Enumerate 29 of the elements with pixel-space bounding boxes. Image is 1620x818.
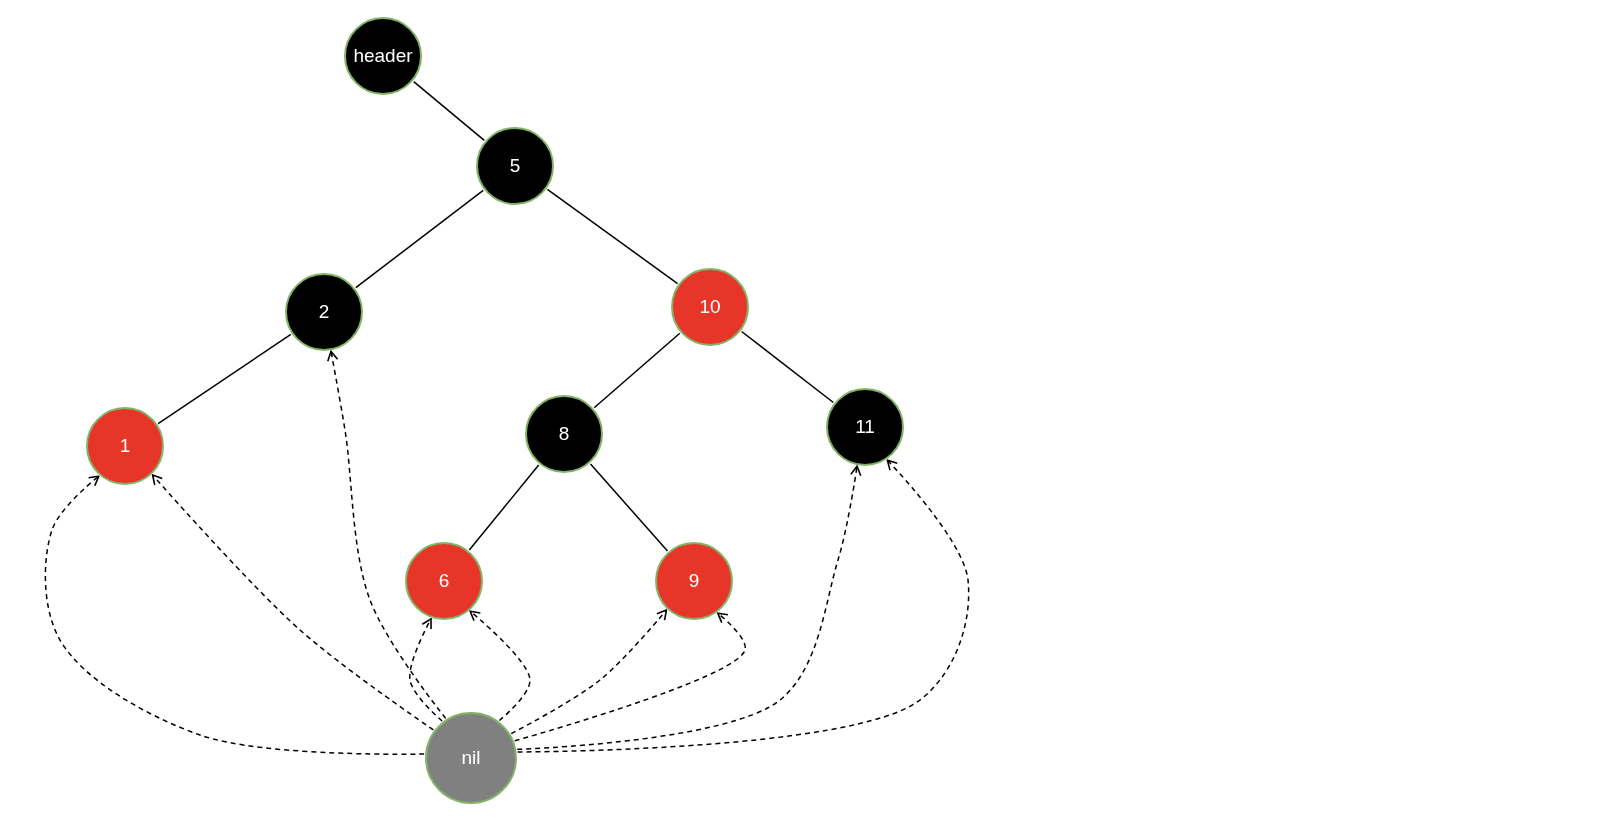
node-label: 8 — [558, 423, 570, 445]
node-label: 11 — [855, 416, 875, 438]
dashed-arrow — [151, 474, 435, 731]
node-label: 2 — [318, 301, 330, 323]
node-label: 9 — [688, 570, 700, 592]
dashed-arrow — [44, 475, 425, 755]
tree-node-circle — [655, 542, 733, 620]
dashed-arrow — [516, 459, 970, 753]
dashed-arrow — [469, 610, 531, 722]
dashed-arrow — [514, 612, 746, 742]
node-label: 5 — [509, 155, 521, 177]
tree-link — [546, 188, 679, 285]
tree-node-circle — [86, 407, 164, 485]
tree-link — [593, 332, 681, 409]
node-label: 6 — [438, 570, 450, 592]
dashed-arrow — [326, 350, 447, 720]
node-label: 1 — [119, 435, 131, 457]
node-label: header — [353, 45, 413, 67]
dashed-arrow — [516, 465, 862, 751]
node-label: nil — [461, 747, 481, 769]
tree-link — [413, 80, 485, 142]
tree-link — [157, 333, 292, 425]
dashed-arrow — [409, 618, 443, 722]
tree-link — [355, 189, 484, 289]
dashed-arrow — [510, 609, 668, 735]
tree-link — [468, 464, 540, 551]
node-label: 10 — [699, 296, 721, 318]
tree-link — [740, 330, 835, 404]
tree-link — [589, 463, 669, 552]
